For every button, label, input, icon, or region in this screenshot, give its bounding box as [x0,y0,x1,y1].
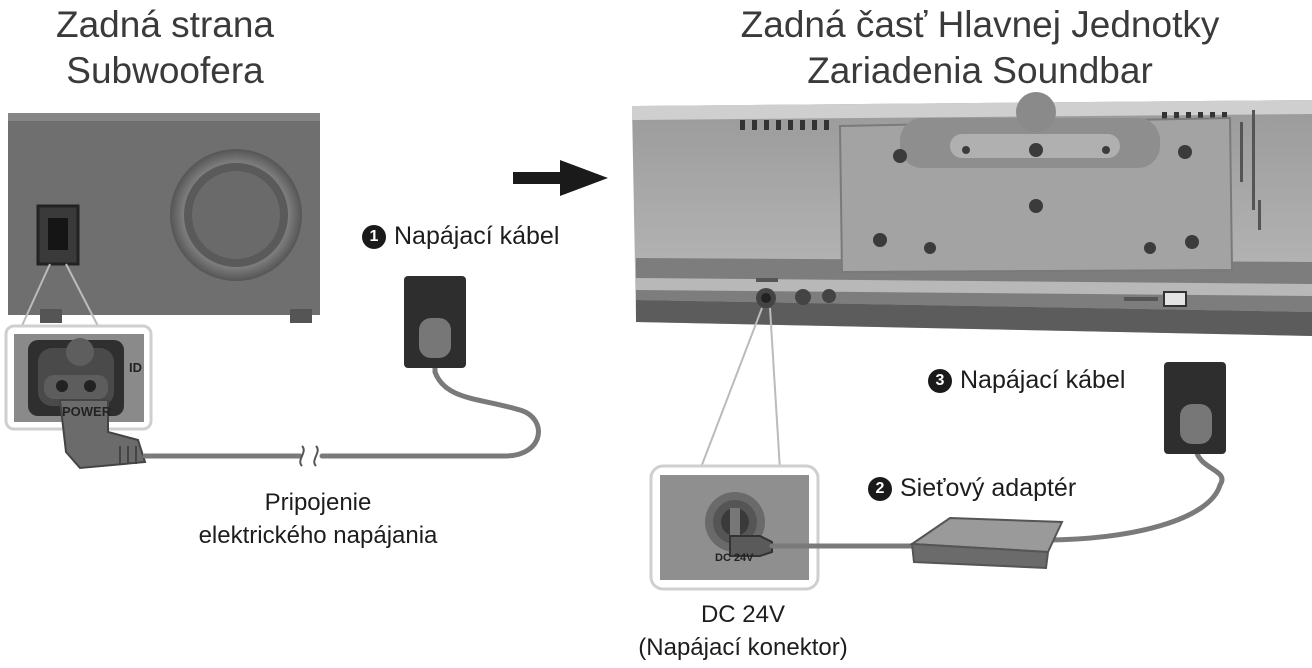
callout-label-3: Napájací kábel [960,366,1126,394]
dc-connector-inset [649,464,820,591]
dc-caption-line1: DC 24V [700,601,786,628]
callout-number-2: 2 [868,476,892,501]
callout-label-2: Sieťový adaptér [900,474,1077,502]
adapter-cables [769,437,1225,549]
right-arrow-icon [513,160,608,196]
cable-break-mark [299,445,319,467]
callout-power-cable-1: 1 Napájací kábel [362,222,559,251]
soundbar-back-panel [632,92,1312,471]
callout-label-1: Napájací kábel [394,222,560,250]
subwoofer-title-line2: Subwoofera [66,50,264,91]
subwoofer-back-panel [8,113,320,331]
power-caption-line1: Pripojenie [264,489,372,516]
dc-caption-line2: (Napájací konektor) [638,634,848,661]
power-connection-caption: Pripojenie elektrického napájania [178,486,458,552]
wall-plug-1-icon [404,276,466,368]
subwoofer-title-line1: Zadná strana [55,4,275,45]
power-inlet-label: POWER [62,404,112,419]
callout-number-3: 3 [928,368,952,393]
wall-plug-3-icon [1164,362,1226,454]
dc-jack-label: DC 24V [715,552,754,564]
subwoofer-power-cable [142,355,541,459]
callout-number-1: 1 [362,224,386,249]
subwoofer-plug [58,399,147,470]
dc-connector-caption: DC 24V (Napájací konektor) [618,598,868,664]
id-label: ID [129,360,142,375]
callout-power-cable-3: 3 Napájací kábel [928,366,1125,395]
subwoofer-title: Zadná strana Subwoofera [40,2,290,94]
power-caption-line2: elektrického napájania [198,522,438,549]
soundbar-title-line2: Zariadenia Soundbar [807,50,1153,91]
callout-network-adapter: 2 Sieťový adaptér [868,474,1076,503]
soundbar-title-line1: Zadná časť Hlavnej Jednotky [740,4,1220,45]
power-adapter [909,516,1064,570]
soundbar-title: Zadná časť Hlavnej Jednotky Zariadenia S… [700,2,1260,94]
